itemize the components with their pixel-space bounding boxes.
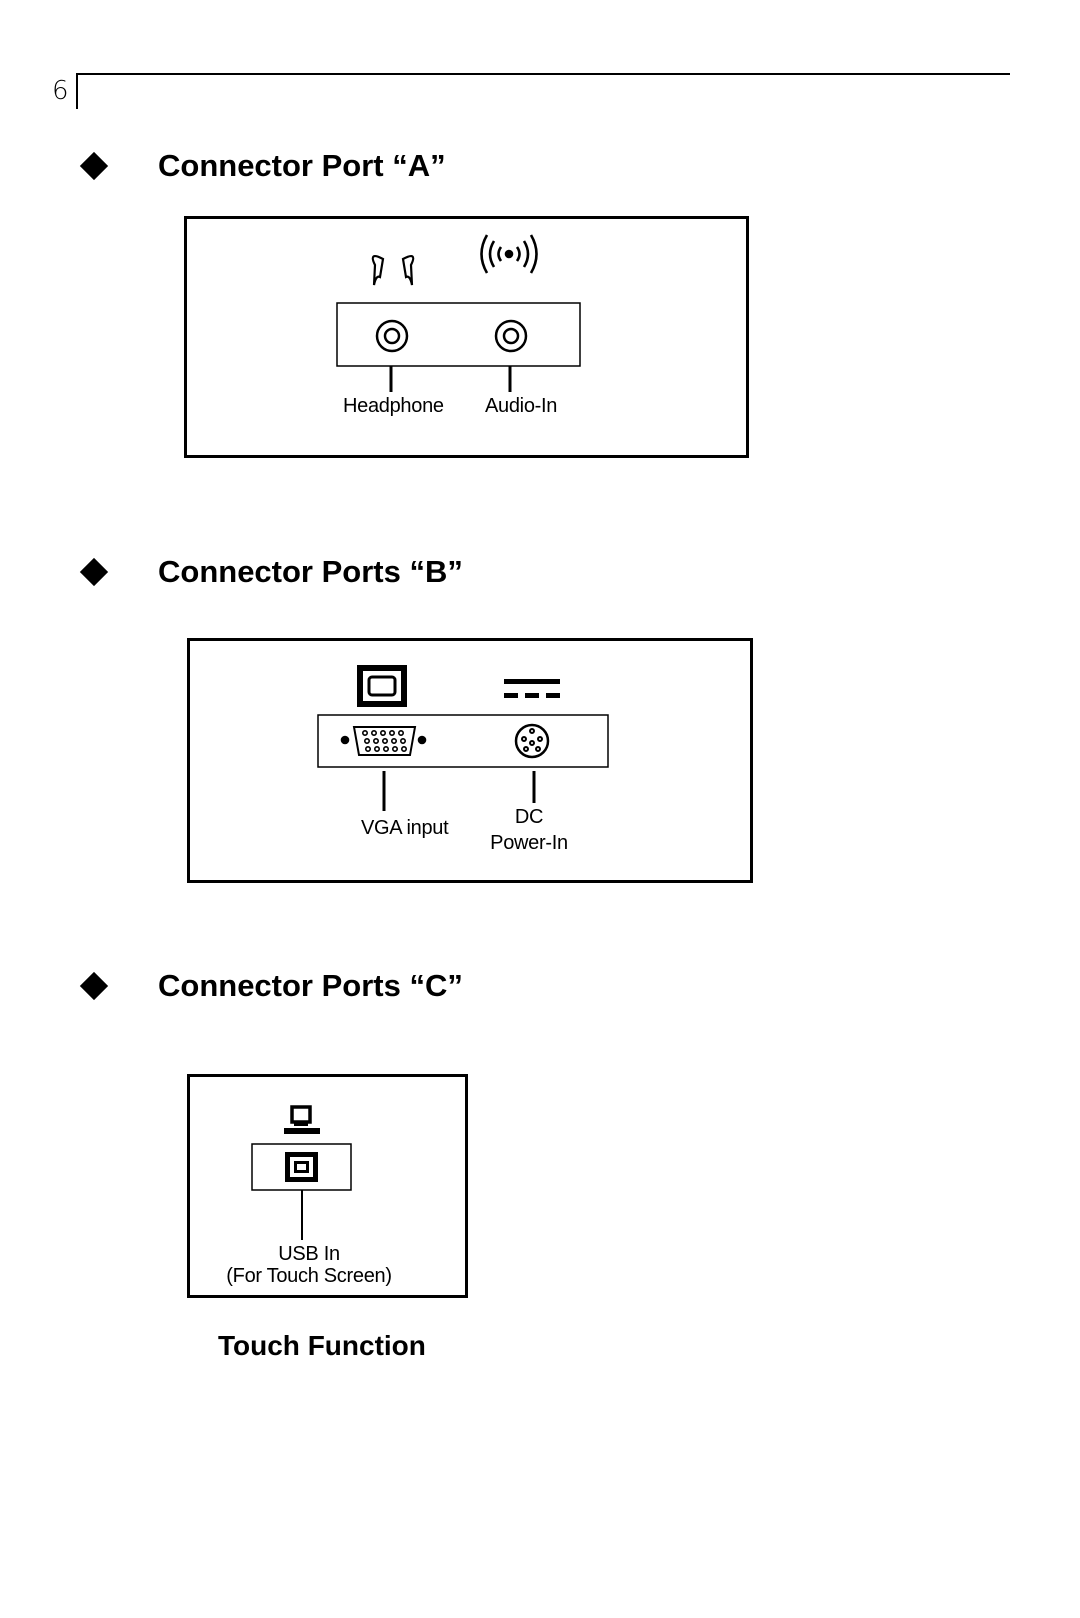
section-c-title: Connector Ports “C”: [158, 968, 463, 1003]
usb-in-label: USB In: [278, 1243, 340, 1265]
computer-icon: [284, 1105, 320, 1134]
touch-screen-label: (For Touch Screen): [226, 1265, 392, 1287]
power-in-label: Power-In: [490, 832, 568, 854]
connector-panel-b: VGA input DC Power-In: [187, 638, 753, 883]
section-a-title: Connector Port “A”: [158, 148, 446, 183]
audio-jack-icon: [494, 319, 528, 353]
section-b-heading: Connector Ports “B”: [79, 552, 463, 592]
dc-power-icon: [504, 679, 560, 698]
header-rule-vertical: [76, 73, 78, 109]
section-b-title: Connector Ports “B”: [158, 554, 463, 589]
vga-port-icon: [340, 726, 427, 756]
page-number: 6: [52, 76, 69, 106]
connector-panel-a: Headphone Audio-In: [184, 216, 749, 458]
connector-panel-c: USB In (For Touch Screen): [187, 1074, 468, 1298]
audio-in-icon: [480, 234, 538, 274]
diamond-bullet-icon: [79, 971, 109, 1001]
header-rule: [76, 73, 1010, 75]
diamond-bullet-icon: [79, 557, 109, 587]
monitor-icon: [357, 665, 407, 707]
port-plate-a: [336, 302, 581, 367]
vga-input-label: VGA input: [361, 817, 449, 839]
touch-function-caption: Touch Function: [218, 1330, 426, 1361]
section-a-heading: Connector Port “A”: [79, 146, 446, 186]
diamond-bullet-icon: [79, 151, 109, 181]
port-plate-b: [317, 714, 609, 768]
dc-jack-icon: [514, 723, 550, 759]
section-c-heading: Connector Ports “C”: [79, 966, 463, 1006]
headphone-icon: [371, 255, 415, 286]
headphone-label: Headphone: [343, 395, 444, 417]
dc-label: DC: [514, 806, 544, 828]
headphone-jack-icon: [375, 319, 409, 353]
usb-b-port-icon: [285, 1152, 318, 1182]
audio-in-label: Audio-In: [485, 395, 558, 417]
